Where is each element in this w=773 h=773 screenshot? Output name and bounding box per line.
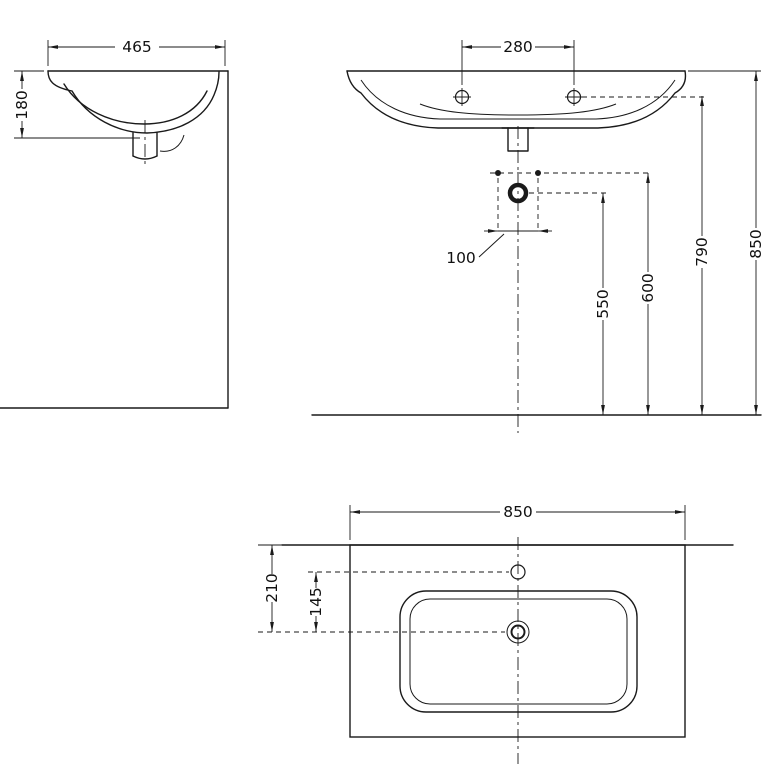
basin-rim-inner xyxy=(409,598,628,705)
dim-label-fixing-height: 600 xyxy=(639,273,657,303)
front-view: 280 100 xyxy=(311,38,765,433)
faucet-hole-crosshair xyxy=(453,88,471,106)
plan-view: 850 210 145 xyxy=(258,503,734,764)
dim-label-faucet-height: 790 xyxy=(693,237,711,267)
dim-label-side-height: 180 xyxy=(13,90,31,120)
dim-label-drain-offset: 100 xyxy=(446,249,476,267)
dim-label-faucet-to-drain: 145 xyxy=(307,587,325,617)
overflow-curve xyxy=(159,134,185,152)
dim-label-edge-to-drain: 210 xyxy=(263,573,281,603)
dim-label-faucet-spacing: 280 xyxy=(503,38,533,56)
basin-outer-profile xyxy=(47,70,220,134)
dim-label-plan-width: 850 xyxy=(503,503,533,521)
basin-inner-profile xyxy=(63,83,208,125)
leader-line xyxy=(478,233,505,258)
basin-inner-outline xyxy=(360,79,676,120)
bowl-opening-line xyxy=(419,103,617,116)
fixing-hole-left xyxy=(495,170,501,176)
dim-label-drain-height: 550 xyxy=(594,289,612,319)
basin-rim-outer xyxy=(399,590,638,713)
faucet-hole-crosshair xyxy=(565,88,583,106)
drain-trap-bottom xyxy=(132,155,158,160)
dim-label-rim-height: 850 xyxy=(747,229,765,259)
countertop-outline xyxy=(349,544,686,738)
dim-label-side-depth: 465 xyxy=(122,38,152,56)
side-view: 465 180 xyxy=(0,38,229,409)
